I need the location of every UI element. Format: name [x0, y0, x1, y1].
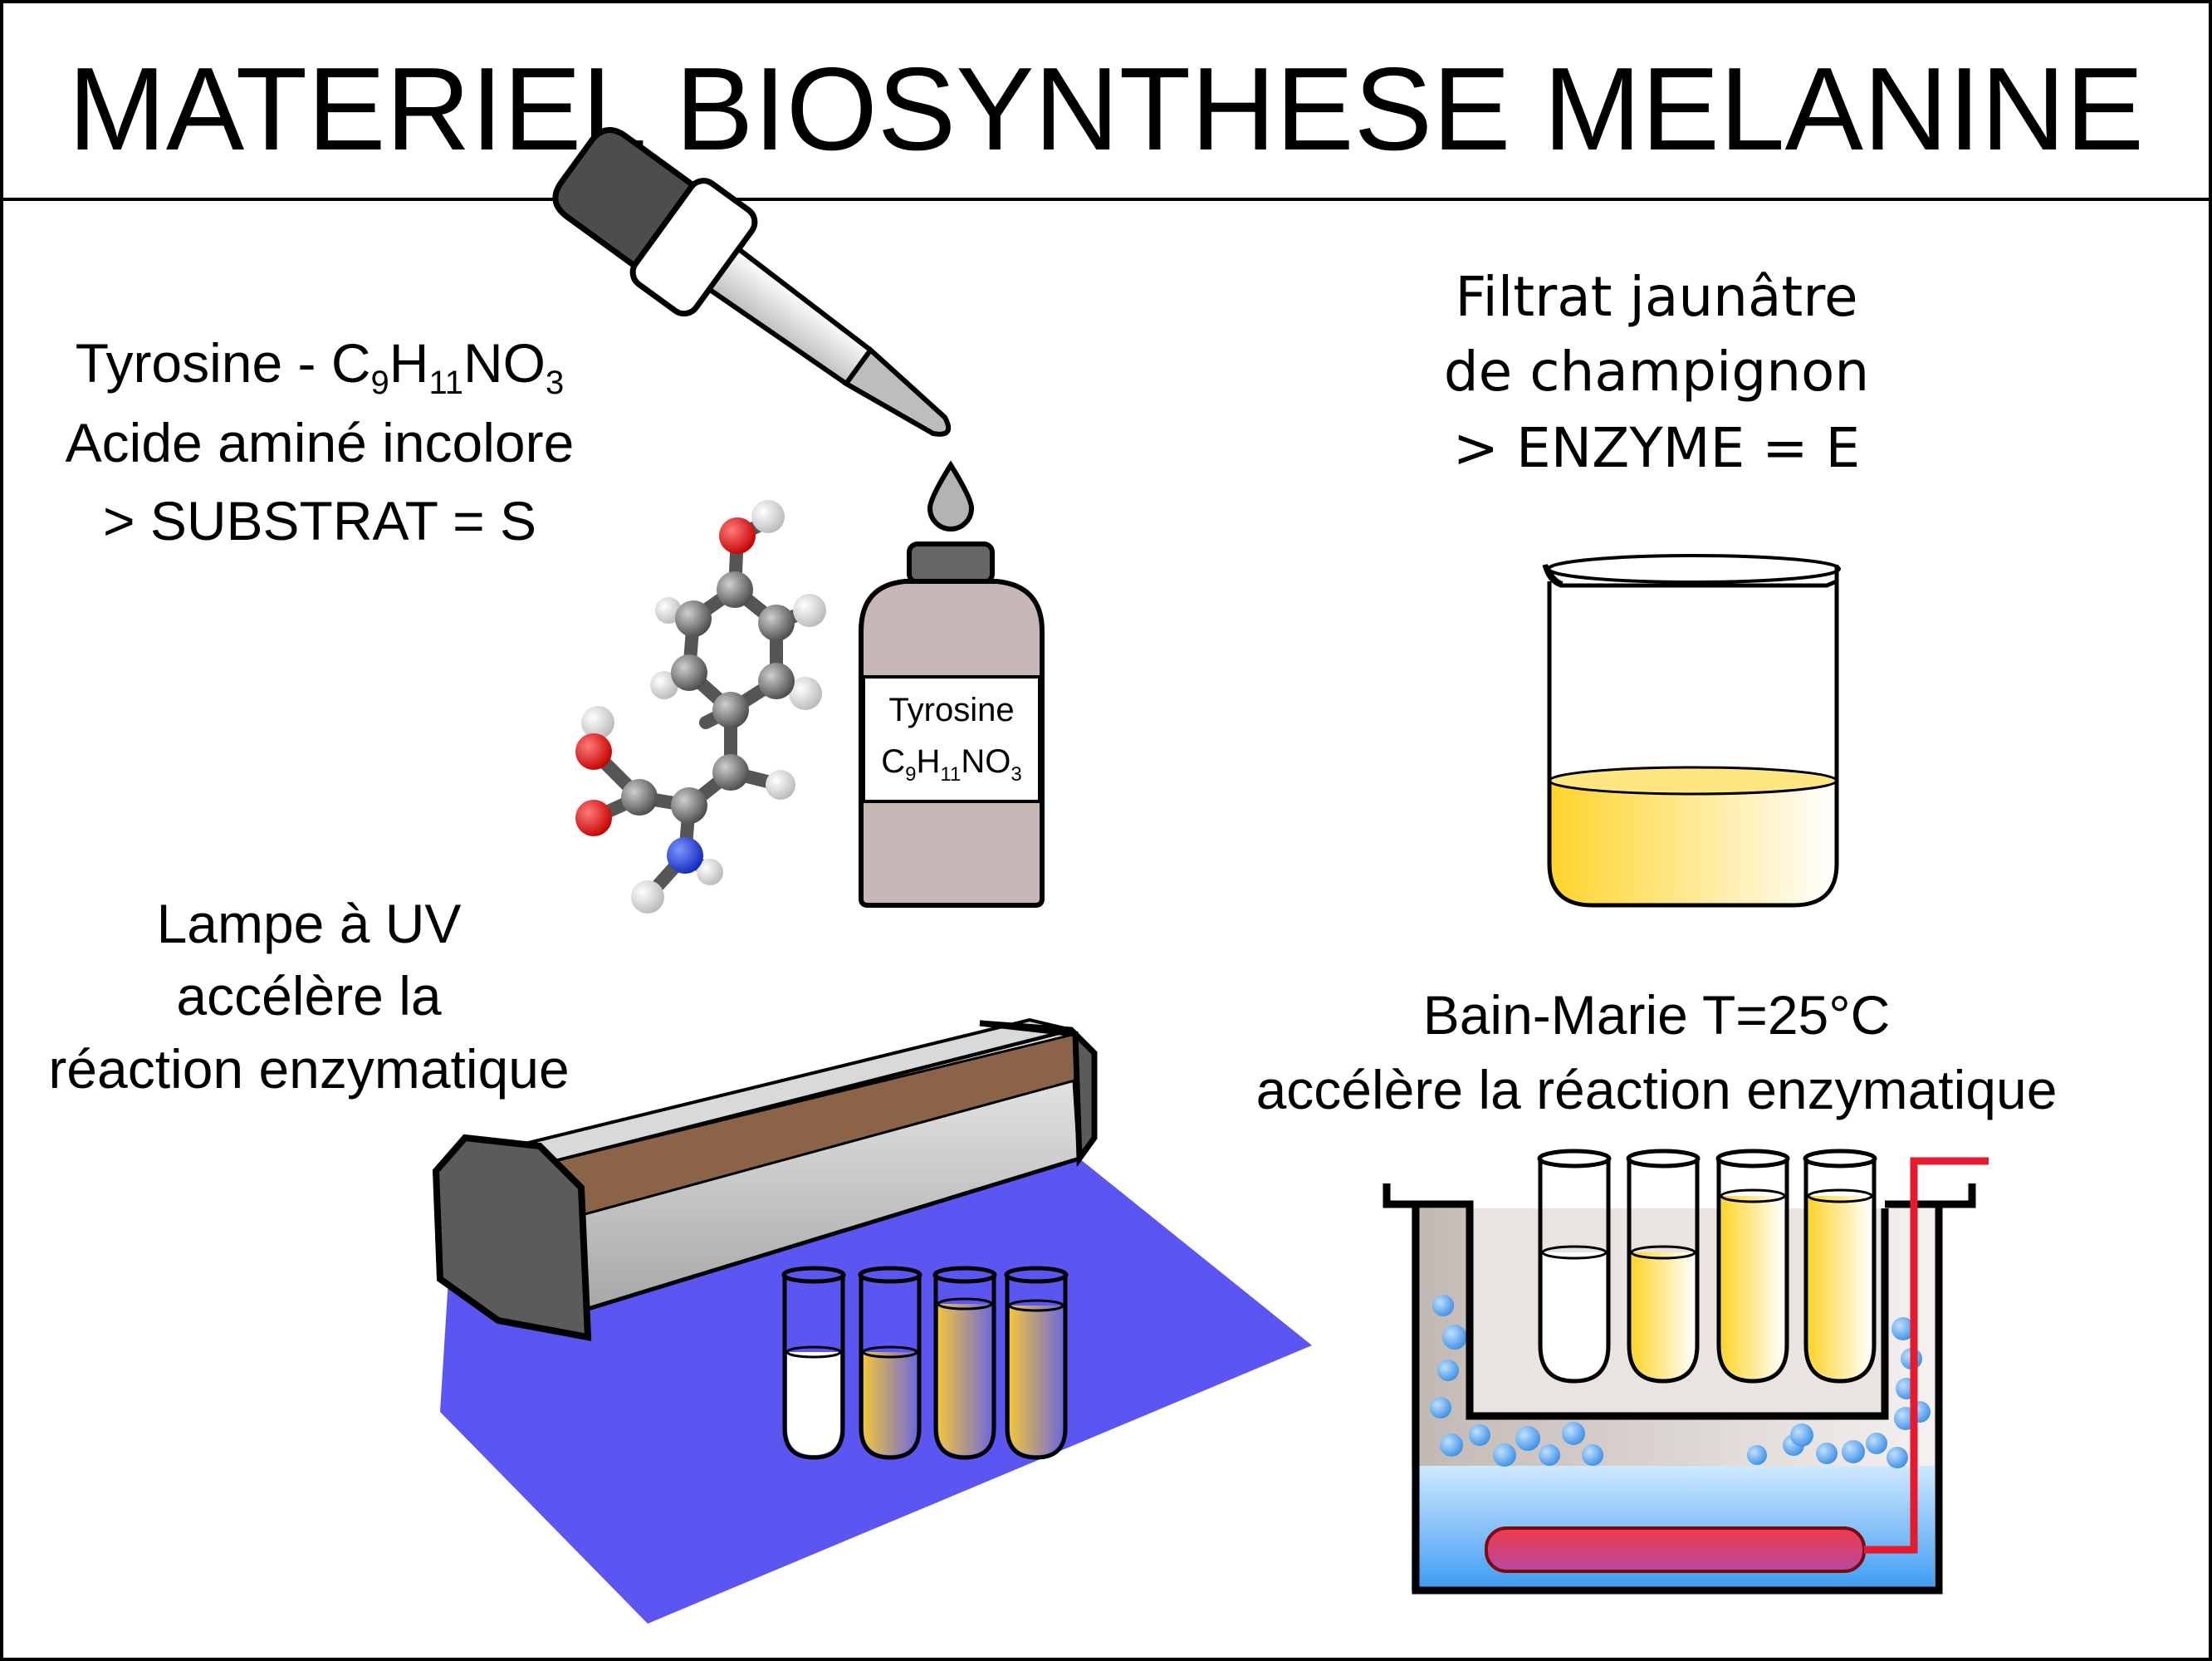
- bain-marie-line-2: accélère la réaction enzymatique: [1256, 1059, 2058, 1120]
- heater-wire: [1864, 1157, 1989, 1554]
- water-bath-icon: [1382, 1149, 1989, 1595]
- pipette-icon: [552, 127, 952, 437]
- uv-lamp-line-2: accélère la: [176, 965, 441, 1026]
- bottle-label-formula: C9H11NO3: [881, 743, 1021, 786]
- lamp-endcap-left: [432, 1134, 592, 1341]
- uv-lamp-line-3: réaction enzymatique: [48, 1038, 569, 1100]
- beaker-liquid: [1549, 781, 1837, 905]
- substrate-label: > SUBSTRAT = S: [103, 490, 536, 551]
- lamp-endcap-right: [979, 1020, 1098, 1168]
- page-title: MATERIEL BIOSYNTHESE MELANINE: [68, 43, 2144, 175]
- bottle-cap: [907, 541, 995, 585]
- tyrosine-formula-line: Tyrosine - C9H11NO3: [76, 332, 564, 401]
- uv-lamp-line-1: Lampe à UV: [157, 893, 462, 954]
- bottle-label: [862, 675, 1041, 803]
- bain-marie-label: Bain-Marie T=25°C accélère la réaction e…: [1256, 984, 2058, 1120]
- heater-element: [1485, 1526, 1866, 1573]
- enzyme-label: Filtrat jaunâtre de champignon > ENZYME …: [1444, 265, 1870, 480]
- bath-test-tubes: [1537, 1149, 1877, 1384]
- tyrosine-description: Acide aminé incolore: [66, 412, 575, 473]
- tyrosine-bottle: Tyrosine C9H11NO3: [859, 541, 1045, 908]
- drop-icon: [927, 460, 975, 532]
- uv-lamp-label: Lampe à UV accélère la réaction enzymati…: [48, 893, 569, 1100]
- tyrosine-molecule-model: [575, 500, 826, 914]
- uv-lamp-icon: [432, 1017, 1098, 1341]
- bain-marie-line-1: Bain-Marie T=25°C: [1423, 984, 1891, 1046]
- beaker-icon: [1542, 554, 1841, 908]
- tyrosine-label: Tyrosine - C9H11NO3 Acide aminé incolore…: [66, 332, 575, 551]
- enzyme-line-3: > ENZYME = E: [1453, 416, 1861, 480]
- enzyme-line-1: Filtrat jaunâtre: [1455, 265, 1857, 329]
- enzyme-line-2: de champignon: [1444, 340, 1870, 404]
- uv-test-tubes: [781, 1266, 1069, 1460]
- bottle-label-name: Tyrosine: [888, 692, 1014, 728]
